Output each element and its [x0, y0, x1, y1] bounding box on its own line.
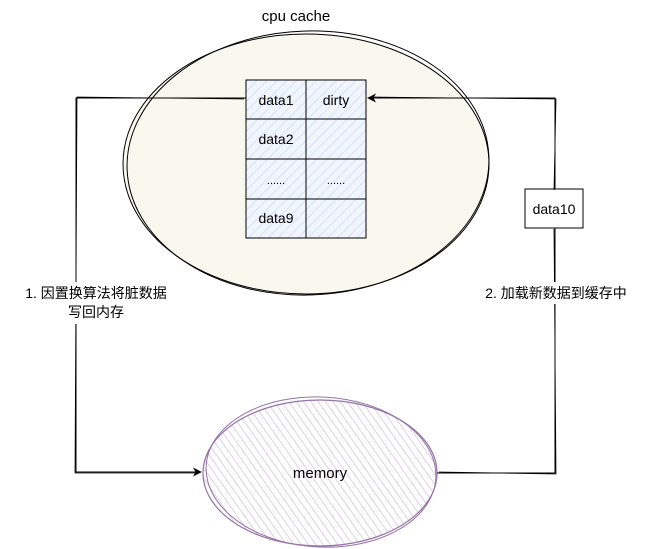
cache-cell-text: ......	[267, 175, 285, 187]
step-load-label: 2. 加载新数据到缓存中	[485, 285, 627, 301]
cache-cell-r4c2	[305, 198, 367, 239]
cache-cell-text: dirty	[323, 92, 349, 108]
cache-cell-text: ......	[327, 175, 345, 187]
cache-title: cpu cache	[262, 8, 330, 25]
step-evict-label-line1: 1. 因置换算法将脏数据	[25, 285, 167, 301]
cache-cell-text: data9	[258, 210, 293, 226]
cache-cell-text: data1	[258, 92, 293, 108]
step-evict-label-line2: 写回内存	[68, 304, 124, 320]
memory-label: memory	[293, 465, 348, 482]
incoming-data-label: data10	[533, 201, 576, 217]
cache-table: data1 dirty data2 ...... ...... data9	[245, 79, 367, 239]
cache-cell-text: data2	[258, 131, 293, 147]
load-connector	[367, 93, 557, 475]
